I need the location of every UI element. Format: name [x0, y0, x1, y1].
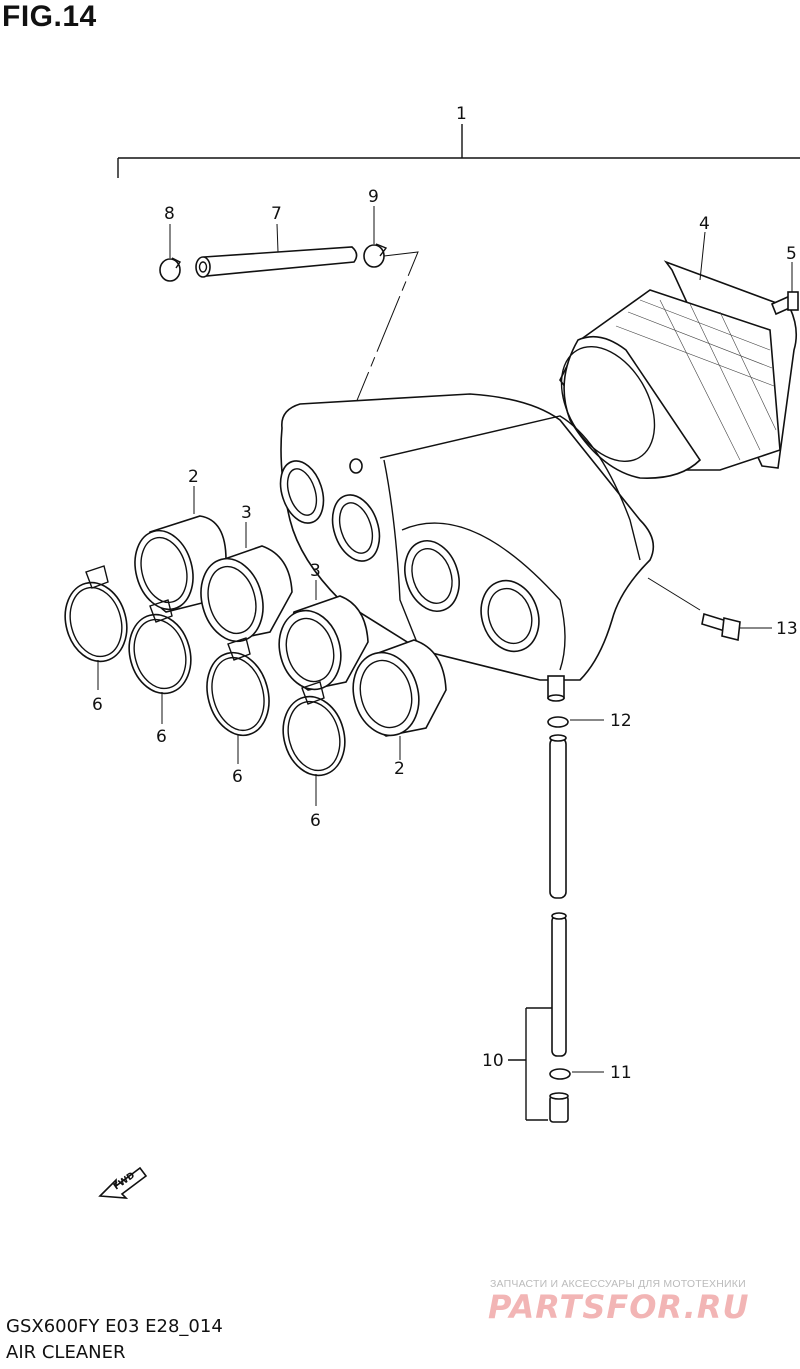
clamp-part-6-a [64, 565, 128, 690]
clip-part-11 [549, 1068, 604, 1080]
hose-part-7 [195, 223, 358, 278]
callout-6-b: 6 [156, 727, 167, 747]
fwd-arrow-icon: FWD [98, 1166, 148, 1199]
model-code: GSX600FY E03 E28_014 [6, 1316, 223, 1337]
clip-part-12 [547, 716, 604, 728]
bracket-part-1 [117, 124, 800, 178]
callout-2-lower: 2 [394, 759, 405, 779]
callout-11: 11 [610, 1063, 632, 1083]
callout-6-c: 6 [232, 767, 243, 787]
callout-5: 5 [786, 244, 797, 264]
clamp-part-6-c [206, 637, 270, 764]
callout-3-lower: 3 [310, 561, 321, 581]
bolt-part-13 [701, 612, 772, 641]
callout-12: 12 [610, 711, 632, 731]
callout-10: 10 [482, 1051, 504, 1071]
filter-element-part-4 [559, 231, 798, 479]
callout-3-upper: 3 [241, 503, 252, 523]
callout-6-a: 6 [92, 695, 103, 715]
callout-2-upper: 2 [188, 467, 199, 487]
drain-plug [549, 1092, 569, 1123]
callout-7: 7 [271, 204, 282, 224]
drain-hose-part-10 [508, 734, 567, 1121]
watermark-logo: PARTSFOR.RU [488, 1288, 750, 1326]
watermark-tagline: ЗАПЧАСТИ И АКСЕССУАРЫ ДЛЯ МОТОТЕХНИКИ [490, 1278, 746, 1290]
callout-9: 9 [368, 187, 379, 207]
section-name: AIR CLEANER [6, 1342, 126, 1363]
outlet-tube-part-3-upper [200, 522, 293, 643]
clamp-part-9 [329, 206, 419, 467]
callout-6-d: 6 [310, 811, 321, 831]
callout-13: 13 [776, 619, 798, 639]
callout-8: 8 [164, 204, 175, 224]
outlet-tube-part-2-lower [352, 639, 447, 760]
clamp-part-8 [159, 224, 182, 282]
figure-title: FIG.14 [2, 0, 97, 33]
clamp-part-6-d [282, 681, 346, 806]
air-cleaner-box-part-1 [279, 393, 701, 702]
callout-4: 4 [699, 214, 710, 234]
screw-part-5 [770, 262, 799, 316]
outlet-tube-part-3-lower [278, 580, 369, 691]
clamp-part-6-b [128, 599, 192, 724]
callout-1: 1 [456, 104, 467, 124]
